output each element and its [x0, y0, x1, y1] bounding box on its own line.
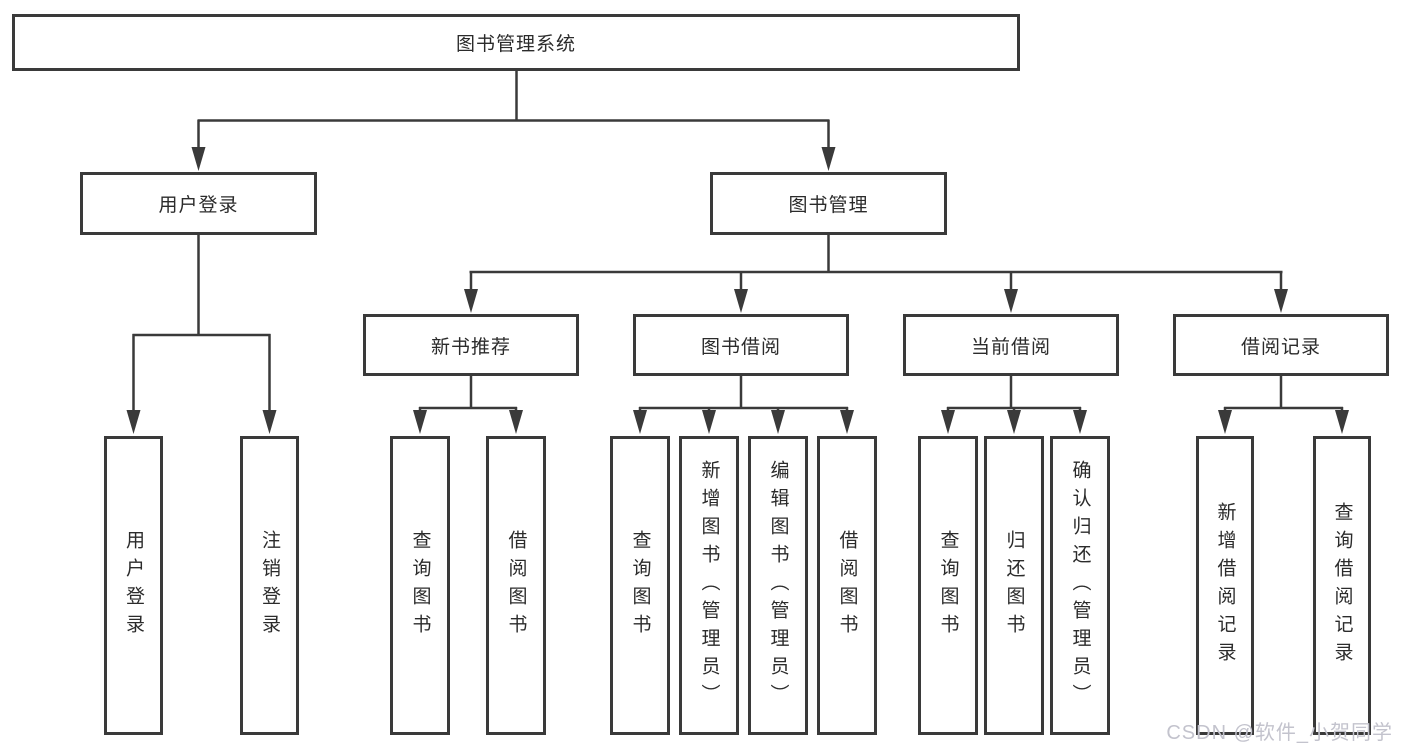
leaf-current-return-book: 归还图书 — [984, 436, 1044, 735]
connector-currentborrow-to-leaves — [941, 375, 1087, 434]
leaf-user-login: 用户登录 — [104, 436, 163, 735]
node-root: 图书管理系统 — [12, 14, 1020, 71]
leaf-newbooks-query-book: 查询图书 — [390, 436, 450, 735]
connector-borrowrecords-to-leaves — [1218, 375, 1349, 434]
leaf-borrow-edit-book-admin: 编辑图书（管理员） — [748, 436, 808, 735]
leaf-newbooks-borrow-book: 借阅图书 — [486, 436, 546, 735]
leaf-logout: 注销登录 — [240, 436, 299, 735]
node-new-books: 新书推荐 — [363, 314, 579, 376]
connector-login-to-leaves — [126, 234, 277, 434]
node-book-management: 图书管理 — [710, 172, 947, 235]
leaf-current-query-book: 查询图书 — [918, 436, 978, 735]
node-current-borrow: 当前借阅 — [903, 314, 1119, 376]
node-book-borrow: 图书借阅 — [633, 314, 849, 376]
connector-bookborrow-to-leaves — [633, 375, 854, 434]
leaf-records-add-record: 新增借阅记录 — [1196, 436, 1254, 735]
node-user-login: 用户登录 — [80, 172, 317, 235]
connector-root-to-level2 — [191, 70, 836, 171]
connector-newbooks-to-leaves — [413, 375, 523, 434]
node-borrow-records: 借阅记录 — [1173, 314, 1389, 376]
connector-management-to-level3 — [464, 234, 1288, 313]
leaf-records-query-record: 查询借阅记录 — [1313, 436, 1371, 735]
leaf-current-confirm-return-admin: 确认归还（管理员） — [1050, 436, 1110, 735]
leaf-borrow-add-book-admin: 新增图书（管理员） — [679, 436, 739, 735]
leaf-borrow-borrow-book: 借阅图书 — [817, 436, 877, 735]
leaf-borrow-query-book: 查询图书 — [610, 436, 670, 735]
csdn-watermark: CSDN @软件_小贺同学 — [1166, 722, 1393, 744]
